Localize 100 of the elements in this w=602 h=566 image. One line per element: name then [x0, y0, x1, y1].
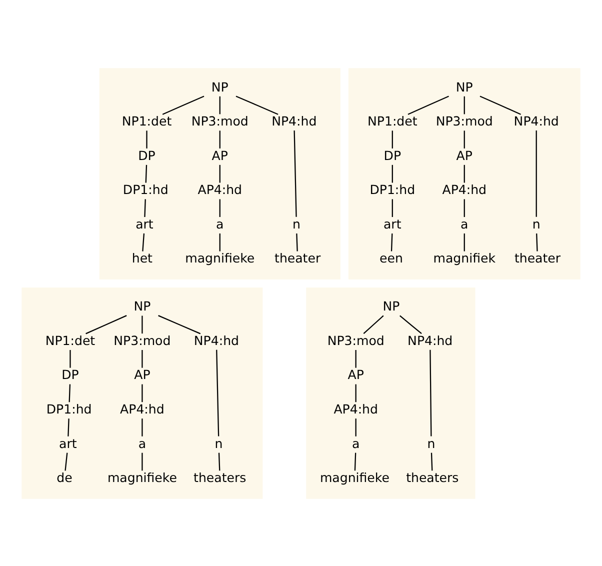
- connector: [355, 384, 356, 402]
- connector: [296, 232, 298, 251]
- node-text: AP: [212, 147, 228, 162]
- node-text: DP: [138, 147, 156, 162]
- node-text: DP: [62, 366, 79, 382]
- node-text: NP: [456, 78, 473, 94]
- connector: [430, 452, 433, 470]
- cluster: [99, 68, 340, 279]
- node-text: DP1:hd: [370, 182, 416, 197]
- node-text: NP3:mod: [114, 332, 171, 348]
- connector: [219, 130, 220, 148]
- node-text: a: [352, 435, 360, 450]
- connector: [68, 384, 71, 402]
- node-text: art: [59, 435, 77, 450]
- node-text: magnifiek: [433, 250, 496, 266]
- node-text: NP3:mod: [327, 332, 384, 348]
- node-text: NP1:det: [45, 332, 96, 348]
- connector: [70, 350, 71, 368]
- node-text: DP: [384, 147, 402, 162]
- connector: [355, 350, 356, 368]
- node-text: AP4:hd: [442, 182, 487, 197]
- connector: [392, 198, 393, 216]
- connector: [68, 418, 70, 436]
- node-text: NP: [382, 298, 400, 314]
- connector: [158, 314, 201, 334]
- node-text: NP: [134, 298, 151, 314]
- node-text: NP4:hd: [514, 113, 559, 128]
- connector: [480, 95, 521, 114]
- node-text: NP3:mod: [191, 113, 248, 128]
- connector: [219, 96, 220, 114]
- node-text: n: [292, 216, 300, 231]
- node-text: a: [138, 435, 146, 450]
- node-text: AP4:hd: [198, 182, 242, 197]
- node-text: theater: [274, 250, 321, 266]
- connector: [363, 314, 384, 334]
- connector: [236, 95, 278, 114]
- connector: [464, 232, 465, 251]
- node-text: NP: [211, 78, 228, 94]
- connector: [392, 130, 393, 148]
- node-text: magnifieke: [107, 470, 177, 485]
- connector: [536, 232, 538, 251]
- connector: [142, 418, 143, 436]
- connector: [390, 232, 393, 251]
- connector: [142, 315, 143, 334]
- node-text: AP4:hd: [334, 401, 378, 416]
- node-text: DP1:hd: [122, 182, 168, 197]
- node-text: theater: [514, 250, 561, 266]
- node-text: art: [384, 216, 402, 231]
- node-text: NP1:det: [368, 113, 418, 128]
- connector: [464, 96, 465, 114]
- connector: [142, 232, 145, 251]
- cluster: [22, 287, 263, 498]
- node-text: NP4:hd: [272, 113, 317, 128]
- node-text: a: [216, 216, 224, 231]
- connector: [146, 130, 148, 148]
- connector: [400, 314, 422, 334]
- node-text: art: [136, 216, 154, 231]
- cluster: [306, 287, 476, 498]
- connector: [219, 164, 220, 182]
- node-text: NP1:det: [122, 113, 172, 128]
- cluster: [348, 68, 580, 279]
- connector: [464, 130, 465, 148]
- node-text: magnifieke: [320, 470, 390, 485]
- node-text: n: [427, 435, 436, 450]
- node-text: NP3:mod: [436, 113, 493, 128]
- connector: [219, 232, 220, 251]
- connector: [536, 130, 537, 216]
- connector: [145, 164, 148, 182]
- connector: [142, 384, 143, 402]
- node-text: a: [460, 216, 468, 231]
- node-text: DP1:hd: [46, 401, 92, 416]
- connector: [294, 130, 297, 216]
- node-text: theaters: [194, 470, 246, 485]
- connector: [64, 452, 68, 470]
- connector: [142, 350, 143, 368]
- node-text: NP4:hd: [408, 332, 453, 348]
- node-text: AP: [134, 366, 150, 382]
- node-text: een: [380, 250, 403, 266]
- connector: [162, 95, 204, 114]
- node-text: NP4:hd: [194, 332, 239, 348]
- connector: [218, 452, 220, 470]
- node-text: de: [56, 470, 72, 485]
- node-text: theaters: [406, 470, 459, 485]
- connector: [219, 198, 220, 216]
- node-text: n: [532, 216, 540, 231]
- connector: [354, 452, 356, 470]
- connector: [464, 164, 465, 182]
- connector: [86, 314, 127, 334]
- connector: [408, 95, 449, 114]
- node-text: het: [132, 250, 152, 266]
- node-text: magnifieke: [185, 250, 255, 266]
- connector: [144, 198, 146, 217]
- connector: [464, 198, 465, 216]
- connector: [216, 349, 220, 436]
- node-text: n: [214, 435, 223, 450]
- node-text: AP: [348, 366, 364, 382]
- connector: [142, 452, 143, 470]
- node-text: AP: [456, 147, 472, 162]
- connector: [392, 164, 393, 182]
- node-text: AP4:hd: [120, 401, 164, 416]
